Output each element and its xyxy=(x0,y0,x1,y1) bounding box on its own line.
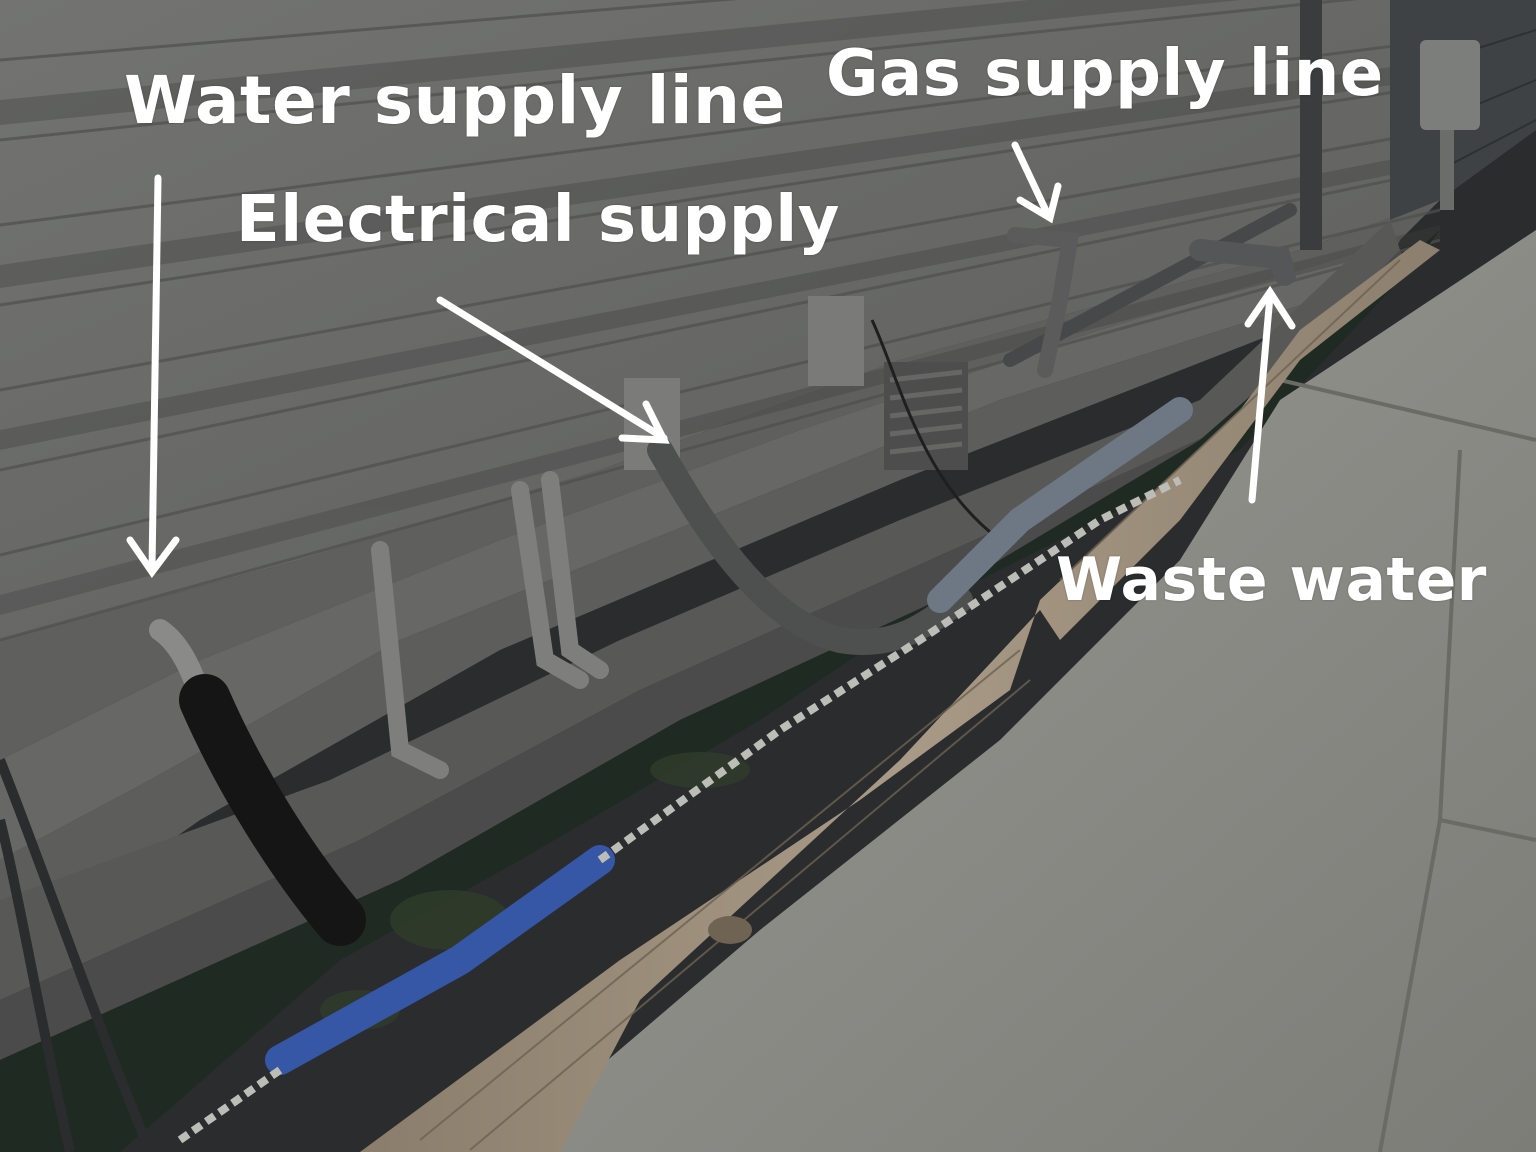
water-supply-label: Water supply line xyxy=(124,62,786,139)
gas-meter xyxy=(1420,40,1480,210)
insulated-water-pipe xyxy=(179,674,366,946)
electrical-supply-label: Electrical supply xyxy=(236,183,840,257)
gas-pipe xyxy=(1007,227,1080,378)
downspout xyxy=(1300,0,1322,250)
blue-float xyxy=(265,845,615,1075)
lower-hose xyxy=(927,397,1193,613)
concrete-dock xyxy=(500,230,1536,1152)
wood-beam xyxy=(360,240,1440,1152)
wood-knot xyxy=(708,916,752,944)
waste-water-label: Waste water xyxy=(1056,545,1487,615)
waste-fitting xyxy=(1189,239,1296,286)
mooring-ropes xyxy=(0,758,155,1152)
base-trim xyxy=(0,220,1400,1000)
vent-hood xyxy=(808,296,864,386)
hanger-pipes xyxy=(371,471,609,779)
gas-supply-label: Gas supply line xyxy=(826,37,1384,111)
electrical-cable xyxy=(647,437,973,655)
thin-wire xyxy=(870,319,1001,542)
mooring-chain xyxy=(177,476,1182,1144)
